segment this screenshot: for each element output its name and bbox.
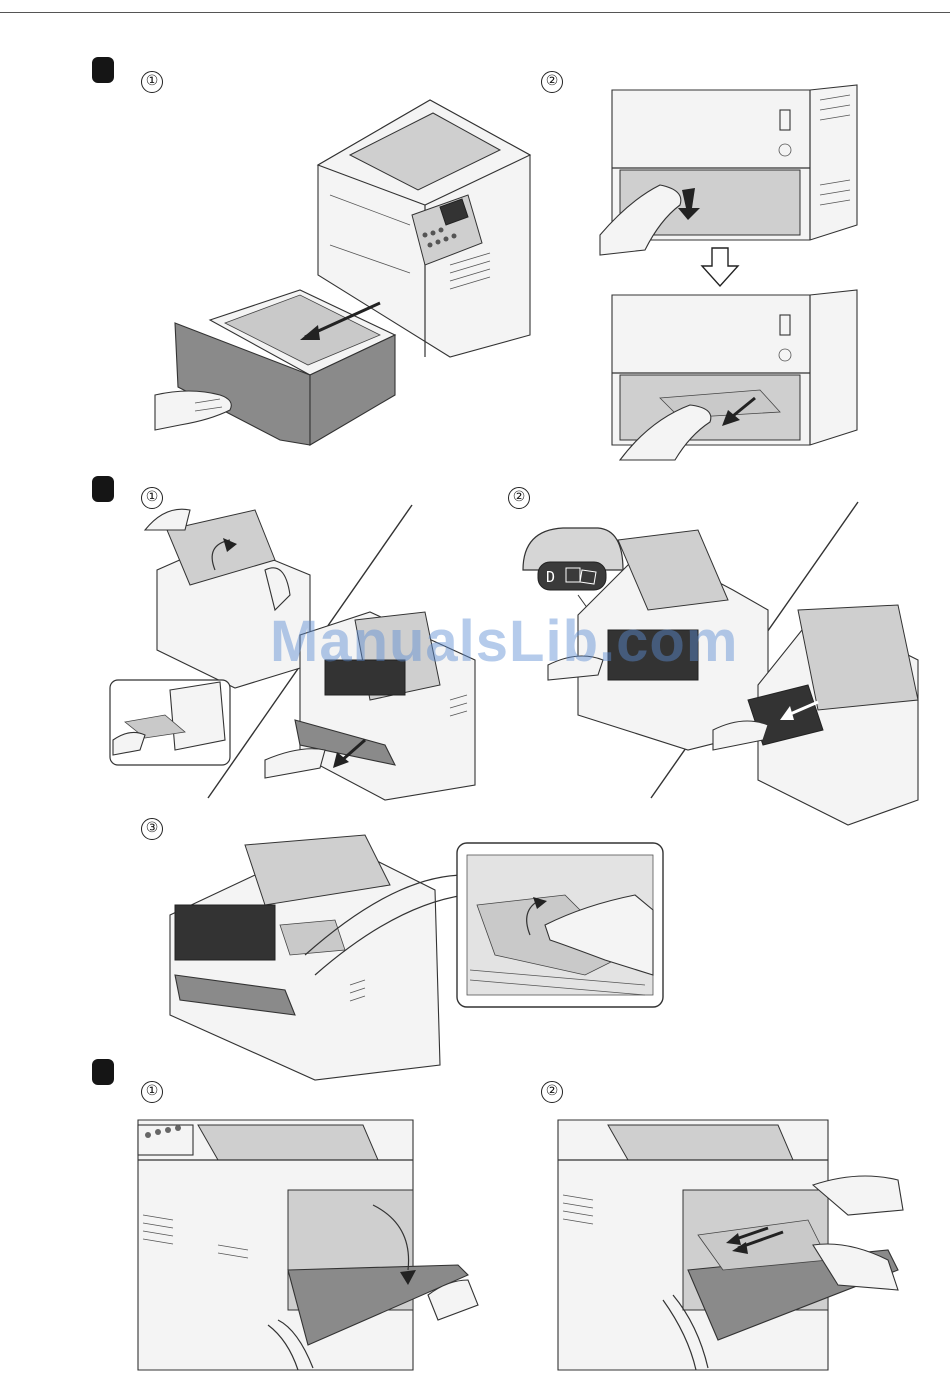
illustration-remove-jammed-paper-inside	[165, 835, 665, 1085]
illustration-remove-toner: D	[518, 500, 938, 830]
step-number-3-2: ②	[541, 1081, 563, 1103]
step-number-2-3: ③	[141, 818, 163, 840]
illustration-remove-jam-cassette-slot	[600, 90, 870, 465]
panel-label: D	[546, 568, 555, 586]
step-number-1-1: ①	[141, 71, 163, 93]
illustration-open-top-cover	[105, 500, 495, 800]
top-rule	[0, 12, 950, 13]
section-marker-3	[92, 1059, 114, 1085]
step-number-3-1: ①	[141, 1081, 163, 1103]
illustration-pull-out-rear-jam	[558, 1120, 910, 1370]
illustration-open-rear-cover	[138, 1120, 478, 1370]
section-marker-1	[92, 57, 114, 83]
illustration-pull-cassette	[150, 95, 540, 450]
section-marker-2	[92, 476, 114, 502]
step-number-1-2: ②	[541, 71, 563, 93]
